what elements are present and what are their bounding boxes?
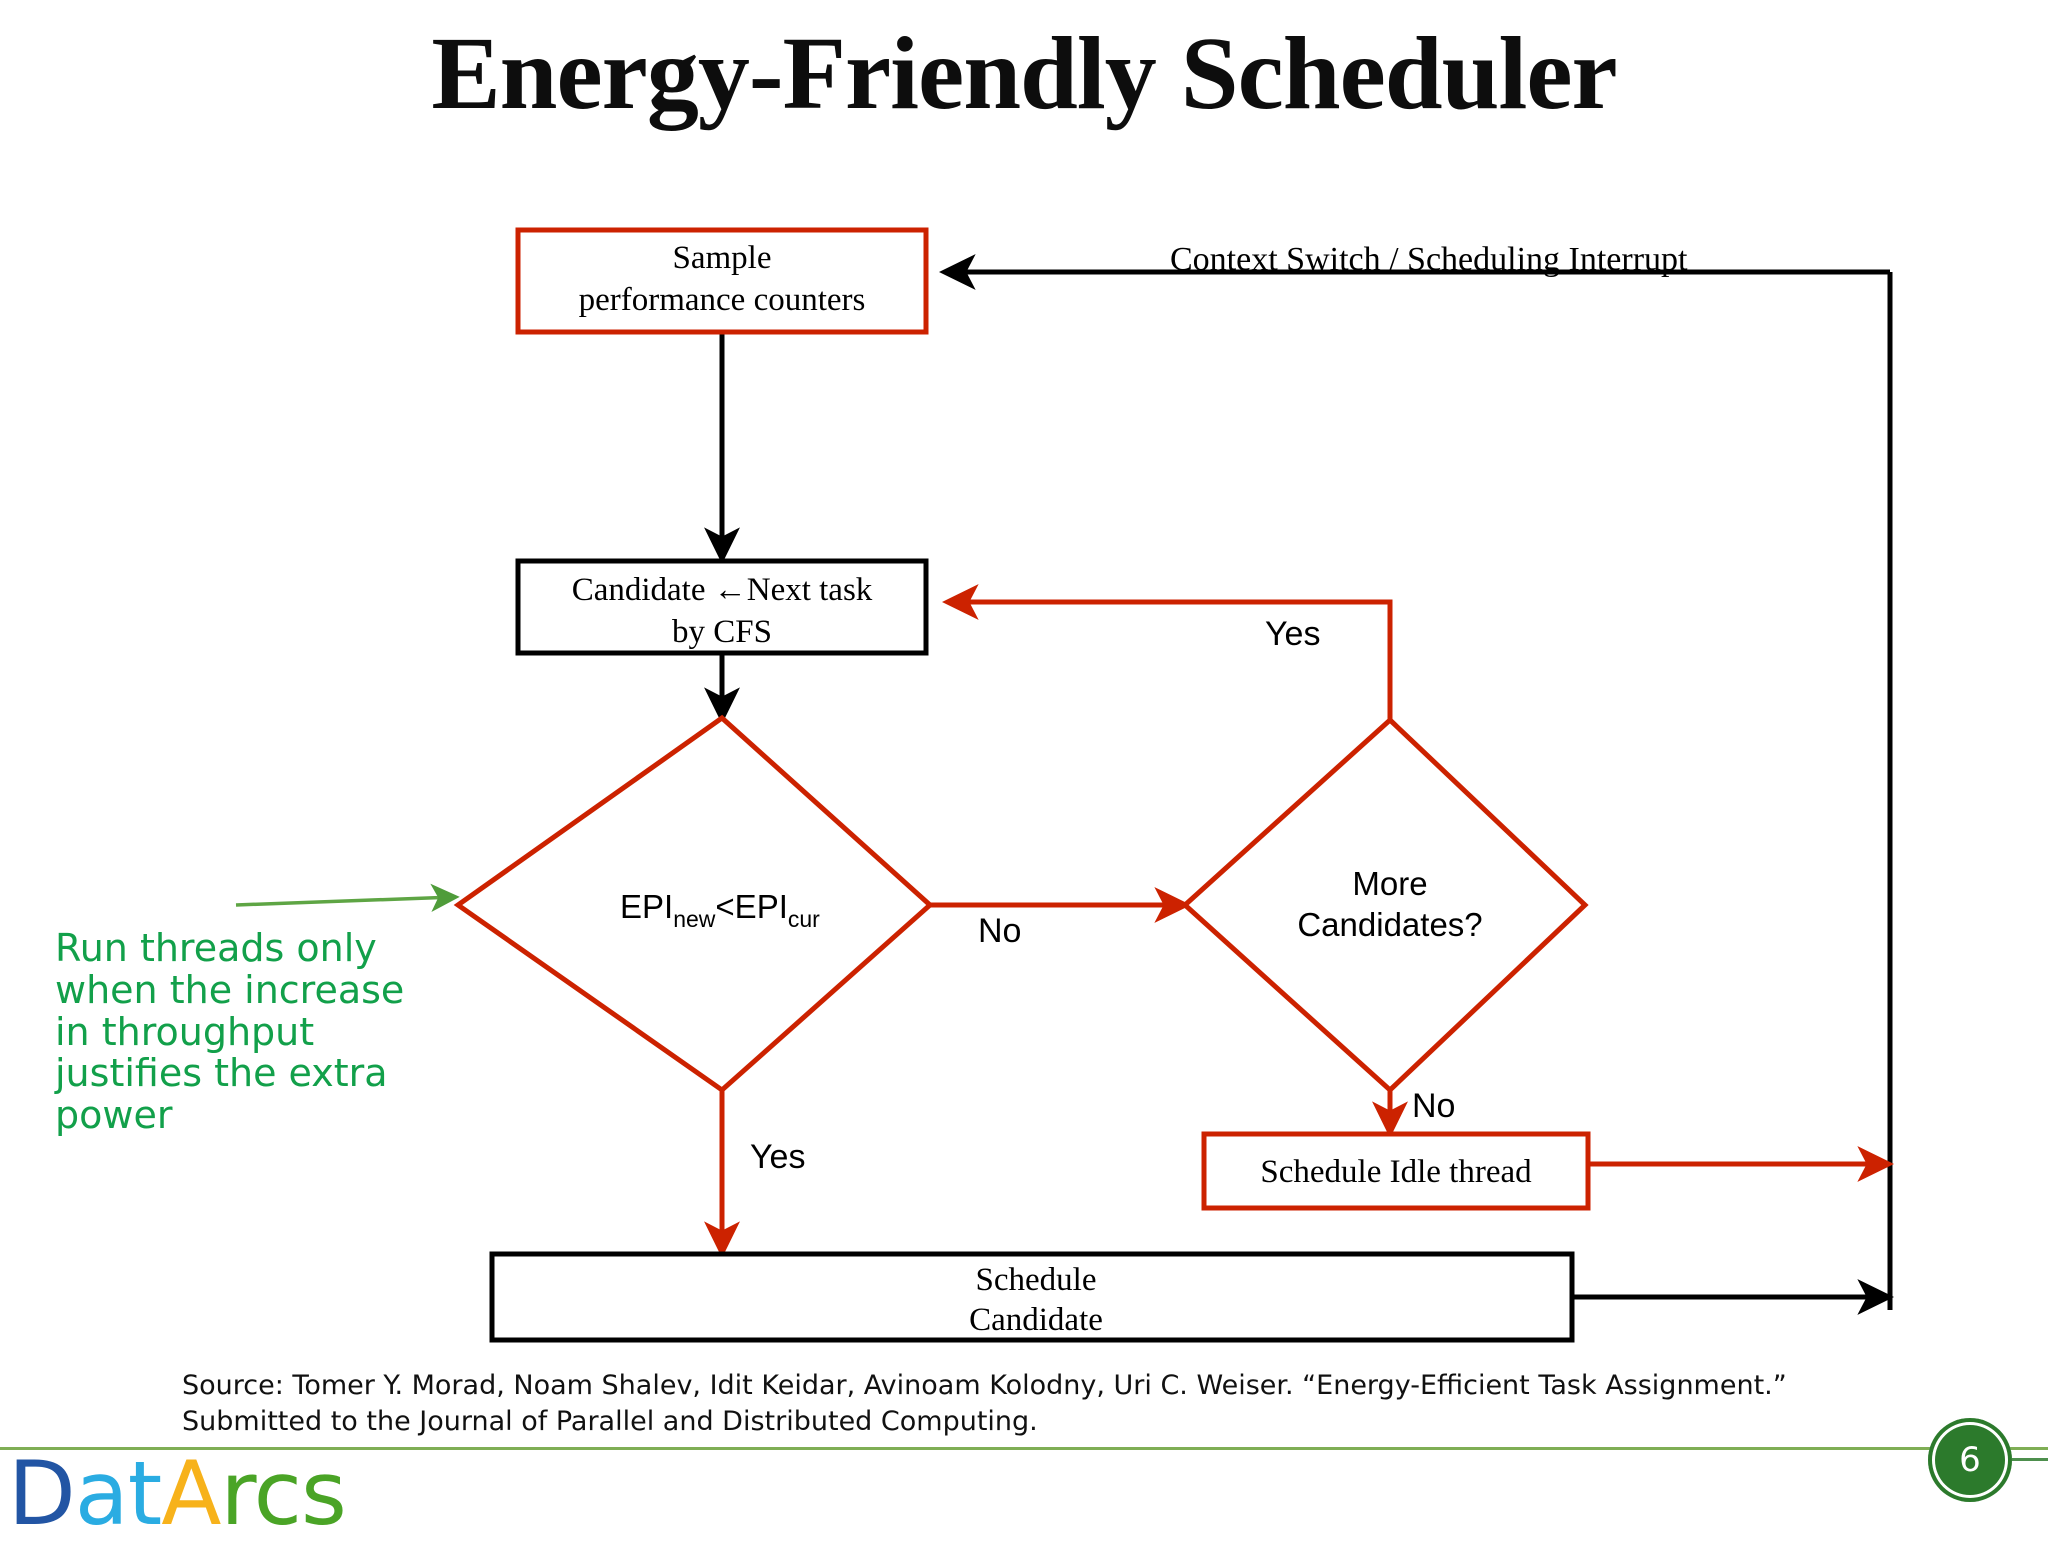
node-epi-sub-cur: cur (788, 906, 820, 932)
logo-part-at: at (74, 1442, 162, 1545)
node-candidate-box[interactable] (515, 558, 929, 656)
edge-label-epi-no: No (978, 912, 1021, 950)
source-citation: Source: Tomer Y. Morad, Noam Shalev, Idi… (182, 1370, 1787, 1437)
page-title: Energy-Friendly Scheduler (431, 16, 1617, 131)
node-candidate-line2: by CFS (672, 614, 772, 650)
node-schedule-box[interactable] (489, 1251, 1575, 1343)
node-candidate-line1: Candidate ←Next task (572, 572, 873, 608)
node-schedule-line2: Candidate (969, 1302, 1103, 1338)
node-more-candidates-decision[interactable]: More Candidates? (1181, 716, 1589, 1094)
node-more-candidates-diamond[interactable] (1181, 716, 1589, 1094)
annotation-text: Run threads only when the increase in th… (55, 926, 405, 1138)
page-number-badge: 6 (1928, 1418, 2012, 1502)
node-epi-sub-new: new (673, 906, 716, 932)
page-badge-tail (2006, 1458, 2048, 1461)
edge-context-switch-return (938, 254, 1893, 1310)
logo-part-d: D (8, 1442, 76, 1545)
edge-label-epi-yes: Yes (750, 1138, 805, 1176)
edge-label-context-switch: Context Switch / Scheduling Interrupt (1170, 241, 1688, 278)
logo-part-rcs: rcs (220, 1442, 346, 1545)
node-idle-label: Schedule Idle thread (1260, 1154, 1532, 1190)
logo-part-a: A (161, 1442, 221, 1545)
node-schedule-line1: Schedule (976, 1262, 1097, 1298)
node-more-line2: Candidates? (1297, 906, 1482, 943)
node-epi-label: EPInew<EPIcur (620, 888, 820, 932)
node-epi-decision[interactable]: EPInew<EPIcur (453, 714, 934, 1094)
footer-divider (0, 1447, 2048, 1450)
annotation-pointer-arrow (235, 883, 460, 913)
datarcs-logo: DatArcs (8, 1450, 347, 1538)
node-more-line1: More (1352, 865, 1427, 902)
node-epi-text-main: EPI (620, 888, 673, 925)
node-idle-box[interactable] (1201, 1131, 1591, 1211)
edge-more-yes-to-candidate (941, 584, 1393, 720)
node-schedule-candidate[interactable]: Schedule Candidate (489, 1251, 1575, 1343)
node-epi-operator: <EPI (715, 888, 787, 925)
node-sample-performance-counters[interactable]: Sample performance counters (515, 227, 929, 335)
node-sample-line2: performance counters (579, 282, 866, 318)
edge-label-more-no: No (1412, 1087, 1455, 1125)
node-epi-diamond[interactable] (453, 714, 934, 1094)
edge-label-more-yes: Yes (1265, 615, 1320, 653)
node-sample-line1: Sample (673, 240, 772, 276)
node-sample-box[interactable] (515, 227, 929, 335)
node-candidate-next-task[interactable]: Candidate ←Next task by CFS (515, 558, 929, 656)
node-schedule-idle-thread[interactable]: Schedule Idle thread (1201, 1131, 1591, 1211)
